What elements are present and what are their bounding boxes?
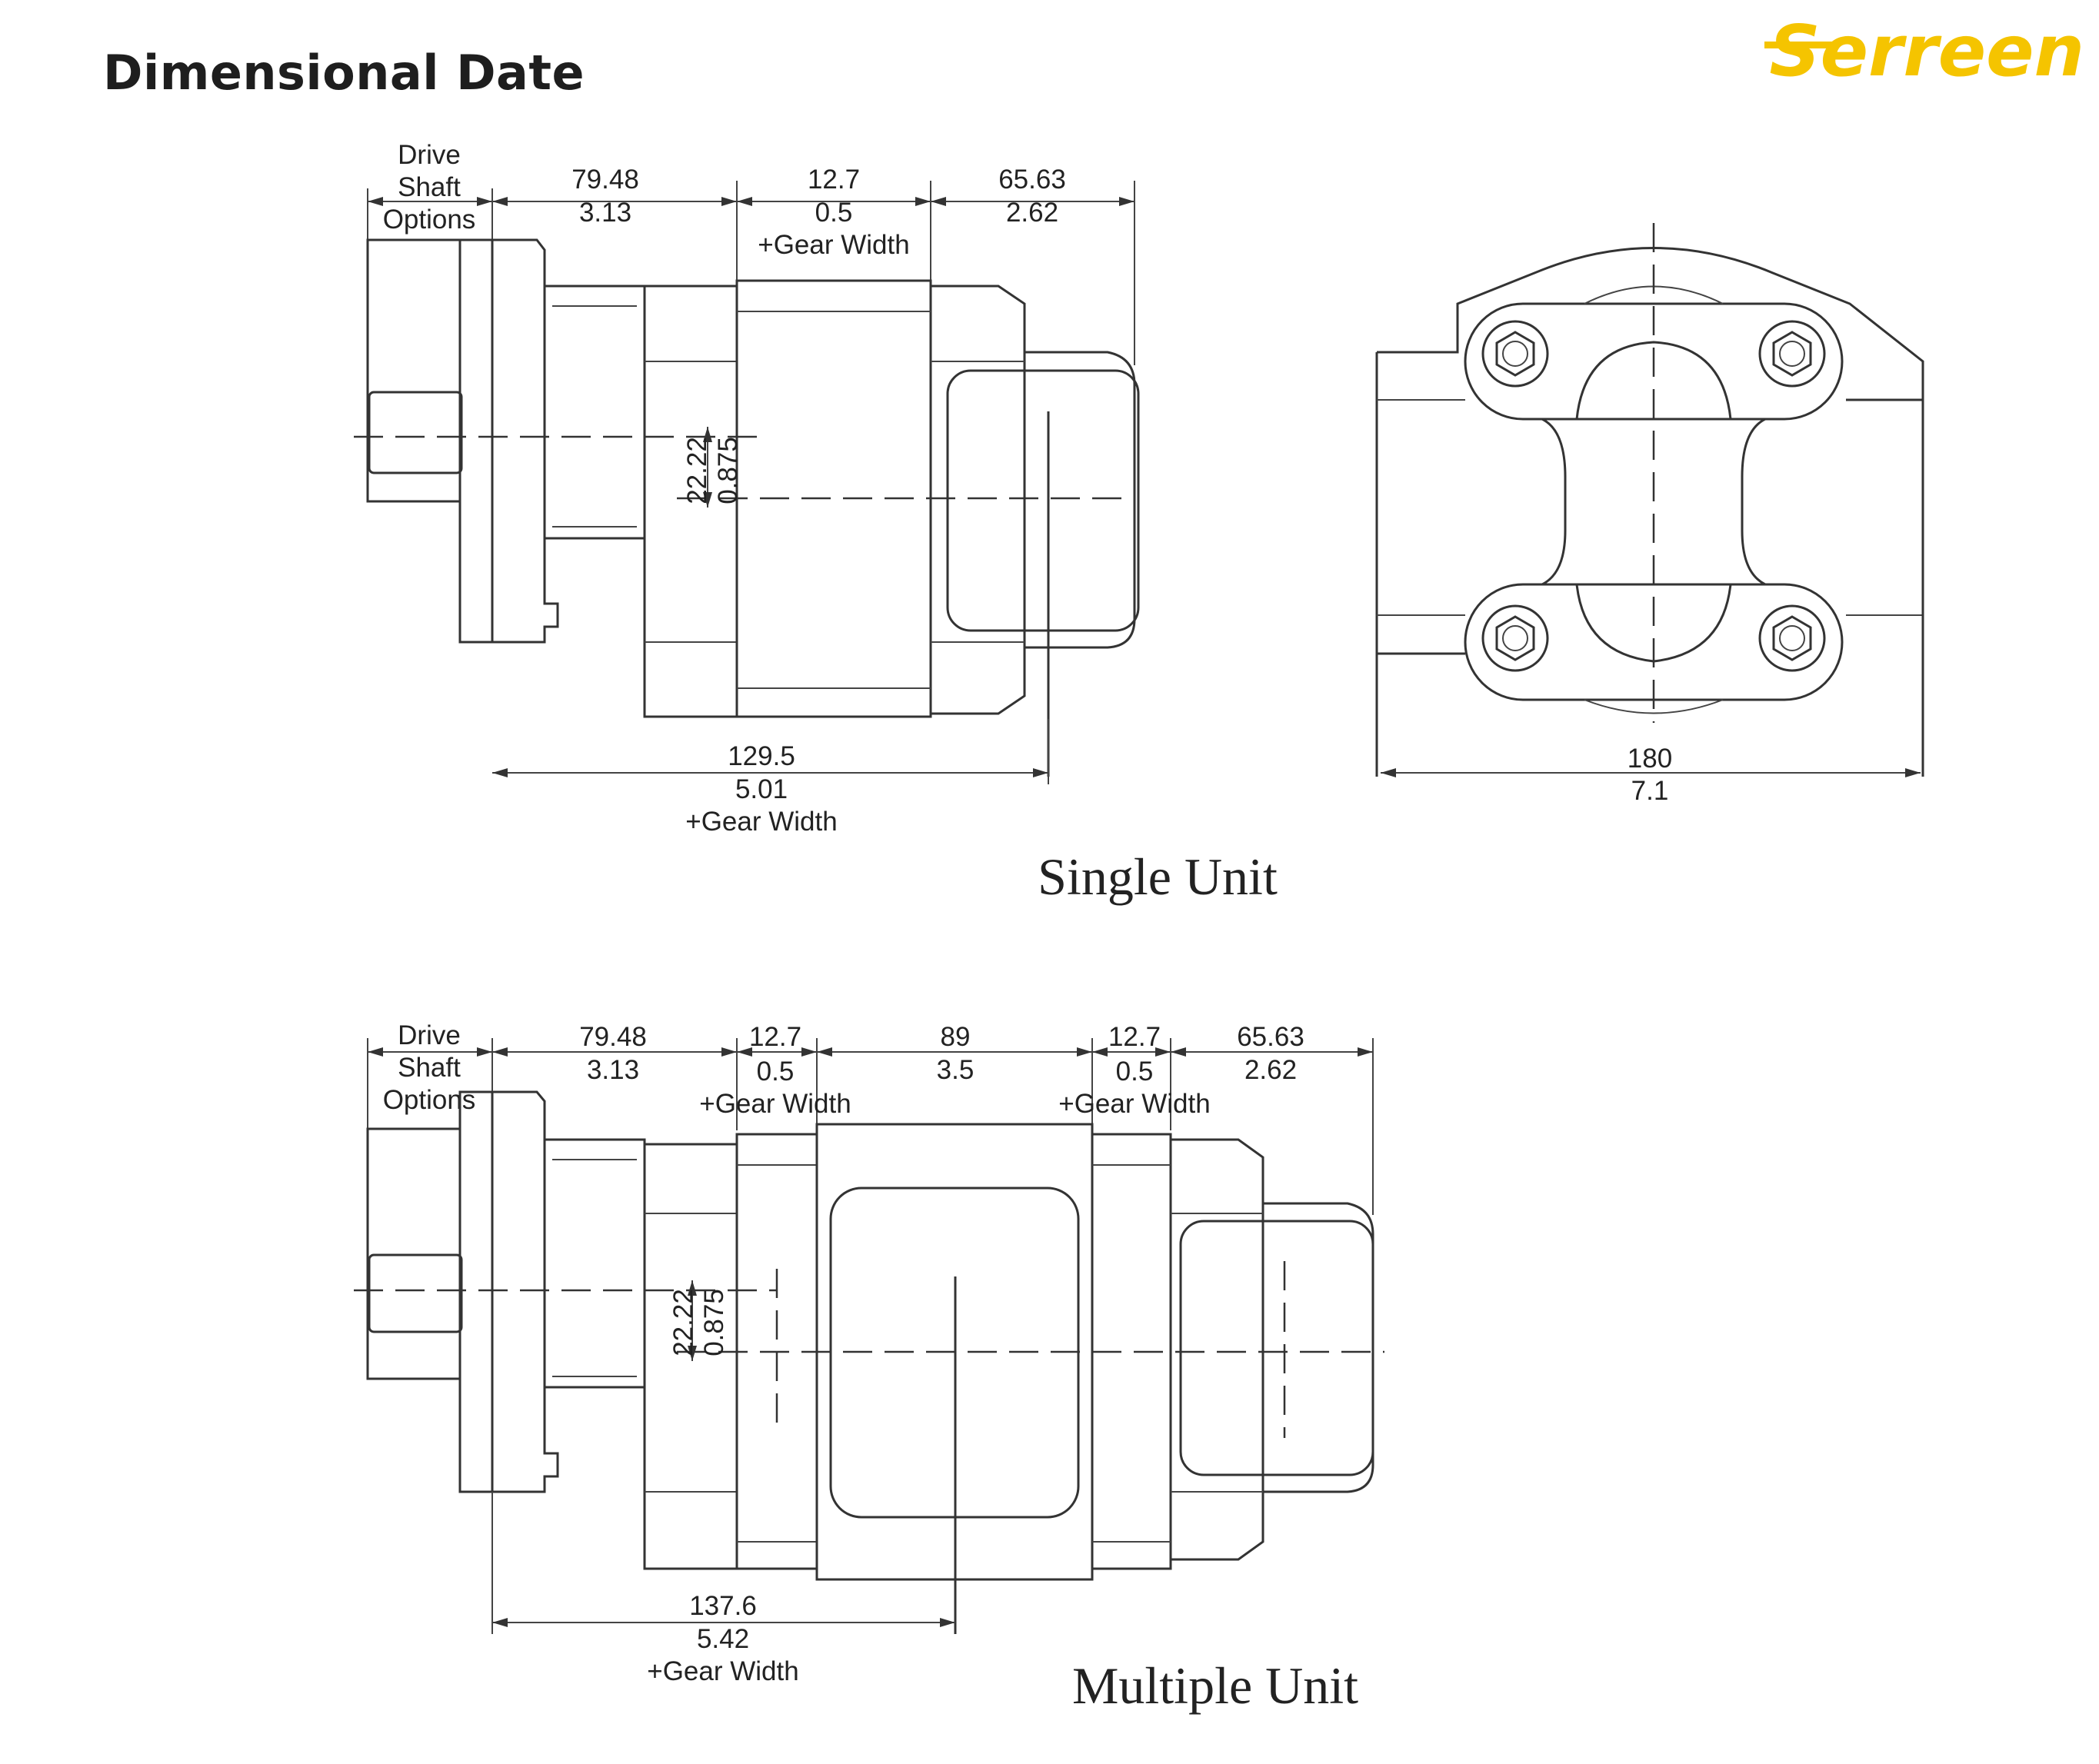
end-bolt-top-left — [1481, 320, 1549, 388]
multi-pump-body — [366, 1090, 1374, 1581]
single-dim-a-mm: 79.48 — [571, 165, 639, 195]
single-shaft-flange — [366, 238, 461, 503]
multi-port-face — [1179, 1220, 1374, 1476]
end-width-mm: 180 — [1628, 744, 1672, 774]
multi-dim-gear2-mm: 12.7 — [1108, 1022, 1161, 1052]
multi-top-dimensions — [367, 1038, 1374, 1300]
multi-total-mm: 137.6 — [689, 1591, 757, 1621]
single-unit-side-view: Drive Shaft Options 79.48 3.13 12.7 0.5 … — [354, 140, 1140, 837]
multi-dim-b-in: 2.62 — [1244, 1055, 1297, 1085]
single-shaft-label-3: Options — [383, 205, 476, 235]
brand-logo: Serreen — [1764, 10, 2084, 91]
single-dim-gear-note: +Gear Width — [758, 230, 909, 260]
multi-dim-gear2-in: 0.5 — [1116, 1057, 1154, 1087]
end-upper-lug — [1464, 302, 1844, 421]
multiple-unit-caption: Multiple Unit — [1072, 1656, 1358, 1715]
multi-dim-mid-mm: 89 — [941, 1022, 971, 1052]
multi-shaft-label-1: Drive — [398, 1020, 461, 1050]
multi-dim-gear1-note: +Gear Width — [699, 1089, 851, 1119]
single-total-note: +Gear Width — [685, 807, 837, 837]
multi-total-note: +Gear Width — [647, 1656, 798, 1686]
multi-dim-a-in: 3.13 — [587, 1055, 639, 1085]
single-total-mm: 129.5 — [728, 741, 795, 771]
single-port-face — [946, 369, 1140, 632]
single-shaft-label-1: Drive — [398, 140, 461, 170]
end-width-in: 7.1 — [1631, 776, 1669, 806]
single-dim-a-in: 3.13 — [579, 198, 631, 228]
multi-dim-a-mm: 79.48 — [579, 1022, 647, 1052]
multi-dim-mid-in: 3.5 — [937, 1055, 975, 1085]
multi-offset-mm: 22.22 — [668, 1289, 698, 1356]
single-dim-gear-mm: 12.7 — [808, 165, 860, 195]
single-offset-in: 0.875 — [713, 437, 743, 504]
single-pump-body — [366, 238, 1140, 718]
multi-total-in: 5.42 — [697, 1624, 749, 1654]
single-top-dimensions — [367, 181, 1135, 473]
single-dim-gear-in: 0.5 — [815, 198, 853, 228]
multiple-unit-side-view: Drive Shaft Options 79.48 3.13 12.7 0.5 … — [354, 1020, 1384, 1686]
logo-stripe — [1764, 42, 1835, 48]
end-bolt-bottom-left — [1481, 604, 1549, 672]
end-bolt-bottom-right — [1758, 604, 1826, 672]
multi-offset-in: 0.875 — [699, 1289, 729, 1356]
single-dim-b-in: 2.62 — [1006, 198, 1058, 228]
multi-drive-shaft — [368, 1253, 463, 1333]
multi-dim-gear2-note: +Gear Width — [1058, 1089, 1210, 1119]
single-shaft-label-2: Shaft — [398, 172, 461, 202]
multi-dim-gear1-in: 0.5 — [757, 1057, 795, 1087]
multi-dim-b-mm: 65.63 — [1237, 1022, 1304, 1052]
end-bolt-top-right — [1758, 320, 1826, 388]
single-unit-end-view: 180 7.1 — [1375, 223, 1924, 806]
page-title: Dimensional Date — [103, 45, 585, 101]
multi-shaft-label-2: Shaft — [398, 1053, 461, 1083]
single-total-in: 5.01 — [735, 774, 788, 804]
single-unit-caption: Single Unit — [1038, 847, 1278, 906]
multi-dim-gear1-mm: 12.7 — [749, 1022, 801, 1052]
logo-text: Serreen — [1769, 10, 2084, 91]
single-drive-shaft — [368, 391, 463, 474]
multi-shaft-label-3: Options — [383, 1085, 476, 1115]
single-offset-mm: 22.22 — [682, 437, 712, 504]
single-dim-b-mm: 65.63 — [998, 165, 1066, 195]
